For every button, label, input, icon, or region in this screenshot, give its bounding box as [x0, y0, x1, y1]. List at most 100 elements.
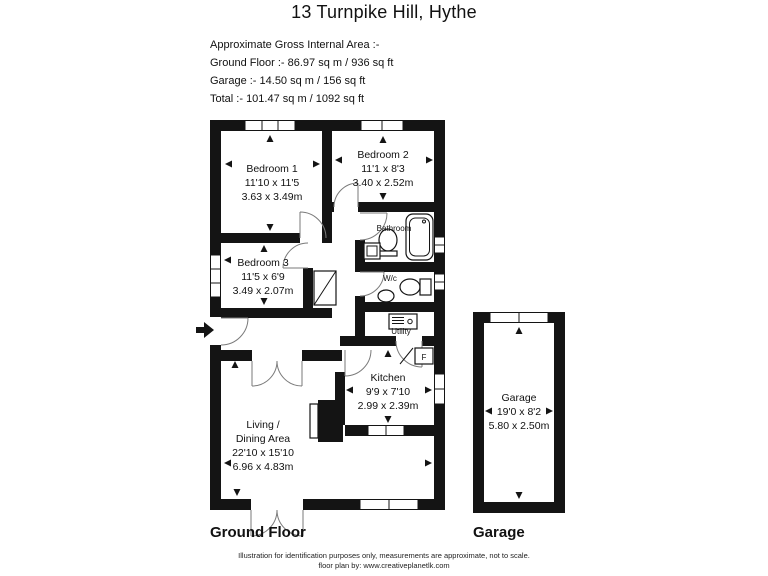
wall	[221, 350, 252, 361]
measure-arrow	[266, 224, 274, 231]
wall	[473, 312, 484, 513]
toilet-base	[378, 250, 398, 257]
wall	[322, 120, 332, 243]
wall	[210, 499, 445, 510]
wall	[335, 372, 345, 425]
front-door-opening	[210, 317, 221, 345]
wc-door-swing	[359, 271, 385, 297]
measure-arrow	[231, 361, 239, 368]
wall	[355, 262, 445, 272]
measure-arrow	[384, 416, 392, 423]
garage-label: Garage	[501, 392, 536, 404]
disclaimer-line1: Illustration for identification purposes…	[238, 551, 530, 560]
bedroom1-door-swing	[299, 211, 327, 239]
living-dims-metric: 6.96 x 4.83m	[233, 461, 294, 473]
measure-arrow	[313, 160, 320, 168]
measure-arrow	[224, 459, 231, 467]
bedroom1-dims-metric: 3.63 x 3.49m	[242, 191, 303, 203]
disclaimer: Illustration for identification purposes…	[0, 551, 768, 571]
wc-basin-icon	[377, 289, 395, 303]
measure-arrow	[379, 193, 387, 200]
wall	[210, 308, 332, 318]
measure-arrow	[515, 492, 523, 499]
disclaimer-line2: floor plan by: www.creativeplanetlk.com	[318, 561, 450, 570]
measure-arrow	[260, 298, 268, 305]
fridge-label: F	[422, 353, 427, 362]
wall	[355, 296, 365, 346]
bedroom3-dims-imperial: 11'5 x 6'9	[241, 271, 285, 283]
wall	[434, 120, 445, 510]
bedroom2-dims-imperial: 11'1 x 8'3	[361, 163, 405, 175]
bathtub-inner	[409, 217, 430, 257]
wall	[422, 336, 445, 346]
fridge-icon	[414, 347, 434, 365]
wc-label: W/c	[383, 274, 397, 283]
measure-arrow	[515, 327, 523, 334]
measure-arrow	[335, 156, 342, 164]
wall	[340, 336, 396, 346]
garage-dims-imperial: 19'0 x 8'2	[497, 406, 541, 418]
patio-door-opening	[251, 499, 303, 510]
measure-arrow	[379, 136, 387, 143]
bathtub-icon	[405, 213, 434, 261]
patio-french-door-swing	[250, 509, 304, 537]
living-dims-imperial: 22'10 x 15'10	[232, 447, 294, 459]
ground-floor-label: Ground Floor	[210, 524, 306, 541]
measure-arrow	[384, 350, 392, 357]
bedroom2-label: Bedroom 2	[357, 149, 409, 161]
basin-icon	[363, 242, 381, 260]
bathroom-door-swing	[359, 212, 388, 241]
measure-arrow	[425, 386, 432, 394]
kitchen-door-swing	[344, 349, 372, 377]
bedroom3-dims-metric: 3.49 x 2.07m	[233, 285, 294, 297]
wall	[210, 233, 300, 243]
fixtures	[309, 213, 434, 439]
windows	[210, 120, 445, 510]
wall	[302, 350, 342, 361]
door-swings	[220, 182, 423, 537]
wall	[554, 312, 565, 513]
entrance-arrow-icon	[196, 322, 214, 338]
area-summary-garage: Garage :- 14.50 sq m / 156 sq ft	[210, 75, 366, 87]
page-title: 13 Turnpike Hill, Hythe	[291, 2, 477, 22]
wall	[358, 202, 445, 212]
wall	[473, 502, 565, 513]
measure-arrow	[224, 256, 231, 264]
bedroom1-dims-imperial: 11'10 x 11'5	[245, 177, 300, 189]
area-summary-heading: Approximate Gross Internal Area :-	[210, 39, 380, 51]
area-summary-total: Total :- 101.47 sq m / 1092 sq ft	[210, 93, 365, 105]
living-label-line1: Living /	[246, 419, 279, 431]
chimney-breast	[318, 400, 343, 442]
area-summary: Approximate Gross Internal Area :- Groun…	[210, 36, 393, 108]
wall	[303, 268, 313, 318]
kitchen-label: Kitchen	[370, 372, 405, 384]
washing-machine-dial	[407, 318, 413, 325]
bedroom1-window	[244, 120, 296, 131]
measure-arrow	[546, 407, 553, 415]
kitchen-dims-metric: 2.99 x 2.39m	[358, 400, 419, 412]
hearth-icon	[309, 403, 319, 439]
closet-door-line	[313, 270, 337, 306]
bedroom3-label: Bedroom 3	[237, 257, 289, 269]
wc-cistern	[419, 278, 432, 296]
measure-arrows	[224, 135, 553, 499]
kitchen-dims-imperial: 9'9 x 7'10	[366, 386, 410, 398]
cupboard-door-line	[399, 347, 414, 365]
utility-label: Utility	[391, 327, 411, 336]
bedroom3-door-swing	[282, 242, 309, 269]
living-double-door-swing	[251, 360, 303, 387]
house-inner-walls	[210, 120, 445, 442]
wall	[355, 240, 365, 272]
bedroom2-dims-metric: 3.40 x 2.52m	[353, 177, 414, 189]
front-door-swing	[220, 317, 249, 346]
measure-arrow	[260, 245, 268, 252]
measure-arrow	[485, 407, 492, 415]
bedroom1-label: Bedroom 1	[246, 163, 298, 175]
garage-floor-label: Garage	[473, 524, 525, 541]
wall	[332, 202, 334, 212]
bathroom-label: Bathroom	[377, 224, 412, 233]
area-summary-ground-floor: Ground Floor :- 86.97 sq m / 936 sq ft	[210, 57, 394, 69]
measure-arrow	[233, 489, 241, 496]
basin-inner	[366, 245, 378, 257]
